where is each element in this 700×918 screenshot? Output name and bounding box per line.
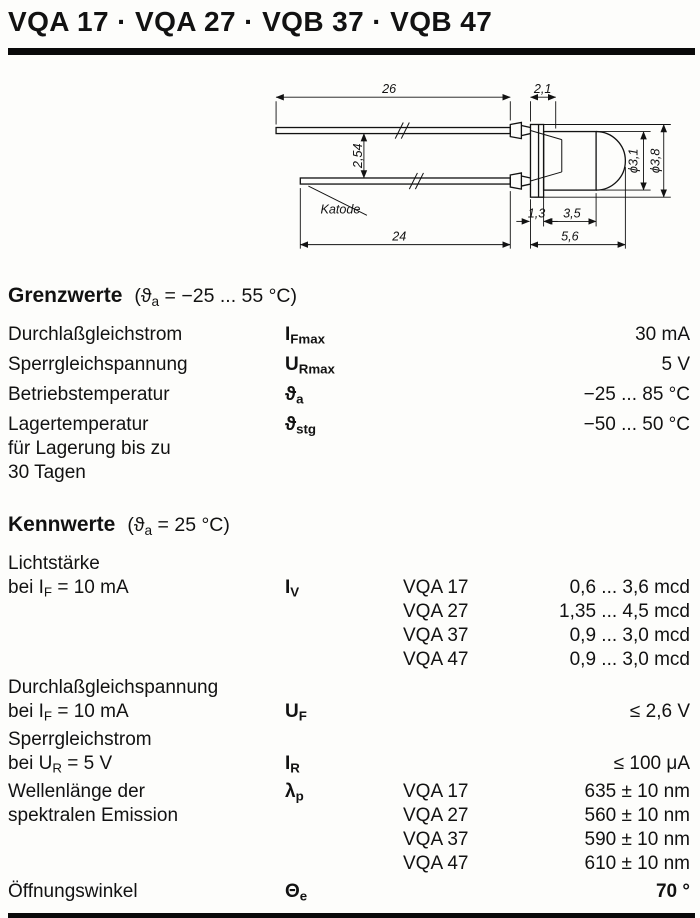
table-row: Durchlaßgleichstrom IFmax 30 mA (8, 323, 690, 347)
dim-total-label: 5,6 (561, 230, 580, 244)
led-outline-svg: 26 2,1 2,54 24 1,3 3,5 5,6 ϕ3,1 ϕ3,8 Kat… (275, 82, 671, 249)
row-label: spektralen Emission (8, 805, 179, 826)
dim-lead-top-label: 26 (381, 82, 397, 96)
row-label-condition: bei UR = 5 V (8, 753, 113, 776)
bottom-rule (8, 913, 695, 918)
row-symbol: IV (285, 577, 300, 600)
table-row: VQA 47 610 ± 10 nm (8, 852, 690, 876)
dim-body-label: 3,5 (563, 206, 582, 220)
type-name: VQA 37 (403, 829, 469, 850)
kennwerte-row-sperr: Sperrgleichstrom bei UR = 5 V IR ≤ 100 μ… (8, 728, 690, 776)
table-row: bei UR = 5 V IR ≤ 100 μA (8, 752, 690, 776)
title-rule (8, 48, 695, 55)
section-grenzwerte: Grenzwerte (ϑa = −25 ... 55 °C) Durchlaßg… (8, 283, 690, 491)
table-row: Wellenlänge der λp VQA 17 635 ± 10 nm (8, 780, 690, 804)
row-label: Lichtstärke (8, 553, 100, 574)
cathode-label: Katode (320, 202, 360, 216)
row-value: 610 ± 10 nm (584, 853, 691, 874)
dim-lead-spacing-label: 2,54 (351, 144, 365, 170)
row-value: ≤ 2,6 V (629, 701, 690, 722)
kennwerte-heading-text: Kennwerte (8, 513, 116, 536)
table-row: Sperrgleichstrom (8, 728, 690, 752)
row-label: Durchlaßgleichspannung (8, 677, 219, 698)
grenzwerte-heading: Grenzwerte (ϑa = −25 ... 55 °C) (8, 283, 690, 309)
row-label: Sperrgleichstrom (8, 729, 152, 750)
row-label: Wellenlänge der (8, 781, 145, 802)
row-value: −25 ... 85 °C (583, 384, 690, 405)
led-dimension-drawing: 26 2,1 2,54 24 1,3 3,5 5,6 ϕ3,1 ϕ3,8 Kat… (268, 80, 692, 278)
table-row: VQA 27 1,35 ... 4,5 mcd (8, 600, 690, 624)
row-value: 560 ± 10 nm (584, 805, 691, 826)
row-symbol: Θe (285, 881, 308, 904)
row-symbol: ϑa (285, 384, 304, 407)
grenzwerte-condition: (ϑa = −25 ... 55 °C) (134, 285, 298, 309)
row-symbol: ϑstg (285, 414, 317, 437)
type-name: VQA 17 (403, 577, 469, 598)
dim-body-top-label: 2,1 (533, 82, 552, 96)
row-symbol: IR (285, 753, 300, 776)
table-row: Lagertemperatur für Lagerung bis zu 30 T… (8, 413, 690, 485)
table-row: spektralen Emission VQA 27 560 ± 10 nm (8, 804, 690, 828)
kennwerte-row-durchlass: Durchlaßgleichspannung bei IF = 10 mA UF… (8, 676, 690, 724)
type-name: VQA 47 (403, 853, 469, 874)
row-label: Betriebstemperatur (8, 384, 170, 405)
section-kennwerte: Kennwerte (ϑa = 25 °C) Lichtstärke bei IF… (8, 512, 690, 908)
table-row: bei IF = 10 mA IV VQA 17 0,6 ... 3,6 mcd (8, 576, 690, 600)
row-value: 0,9 ... 3,0 mcd (569, 649, 690, 670)
row-value: 0,6 ... 3,6 mcd (569, 577, 690, 598)
kennwerte-row-oeffnungswinkel: Öffnungswinkel Θe 70 ° (8, 880, 690, 904)
row-symbol: IFmax (285, 324, 326, 347)
row-value: 590 ± 10 nm (584, 829, 691, 850)
row-value: −50 ... 50 °C (583, 414, 690, 435)
type-name: VQA 17 (403, 781, 469, 802)
dia-flange-label: ϕ3,8 (649, 149, 663, 174)
row-label: Sperrgleichspannung (8, 354, 188, 375)
row-value: 0,9 ... 3,0 mcd (569, 625, 690, 646)
kennwerte-condition: (ϑa = 25 °C) (127, 514, 230, 538)
row-label-condition: bei IF = 10 mA (8, 701, 129, 724)
row-value: 70 ° (655, 881, 690, 902)
row-label: Öffnungswinkel (8, 881, 138, 902)
dim-lead-bottom-label: 24 (391, 230, 406, 244)
table-row: Öffnungswinkel Θe 70 ° (8, 880, 690, 904)
table-row: Durchlaßgleichspannung (8, 676, 690, 700)
table-row: bei IF = 10 mA UF ≤ 2,6 V (8, 700, 690, 724)
dimension-lines (275, 93, 671, 249)
row-symbol: λp (285, 781, 304, 804)
type-name: VQA 27 (403, 805, 469, 826)
table-row: Betriebstemperatur ϑa −25 ... 85 °C (8, 383, 690, 407)
type-name: VQA 47 (403, 649, 469, 670)
table-row: VQA 37 590 ± 10 nm (8, 828, 690, 852)
row-label: Lagertemperatur für Lagerung bis zu 30 T… (8, 414, 171, 483)
row-label: Durchlaßgleichstrom (8, 324, 183, 345)
type-name: VQA 37 (403, 625, 469, 646)
kennwerte-row-lichtstaerke: Lichtstärke bei IF = 10 mA IV VQA 17 0,6… (8, 552, 690, 672)
led-body-outline (275, 121, 626, 198)
dia-dome-label: ϕ3,1 (626, 149, 640, 174)
row-symbol: UF (285, 701, 307, 724)
row-value: 1,35 ... 4,5 mcd (559, 601, 690, 622)
table-row: VQA 47 0,9 ... 3,0 mcd (8, 648, 690, 672)
table-row: VQA 37 0,9 ... 3,0 mcd (8, 624, 690, 648)
row-label-condition: bei IF = 10 mA (8, 577, 129, 600)
table-row: Sperrgleichspannung URmax 5 V (8, 353, 690, 377)
row-value: 30 mA (635, 324, 690, 345)
dim-flange-label: 1,3 (528, 206, 546, 220)
row-value: 635 ± 10 nm (584, 781, 691, 802)
kennwerte-row-wellenlaenge: Wellenlänge der λp VQA 17 635 ± 10 nm sp… (8, 780, 690, 876)
grenzwerte-heading-text: Grenzwerte (8, 284, 123, 307)
table-row: Lichtstärke (8, 552, 690, 576)
page-title: VQA 17 · VQA 27 · VQB 37 · VQB 47 (8, 6, 493, 37)
row-value: ≤ 100 μA (613, 753, 690, 774)
row-value: 5 V (661, 354, 690, 375)
kennwerte-heading: Kennwerte (ϑa = 25 °C) (8, 512, 690, 538)
row-symbol: URmax (285, 354, 335, 377)
type-name: VQA 27 (403, 601, 469, 622)
